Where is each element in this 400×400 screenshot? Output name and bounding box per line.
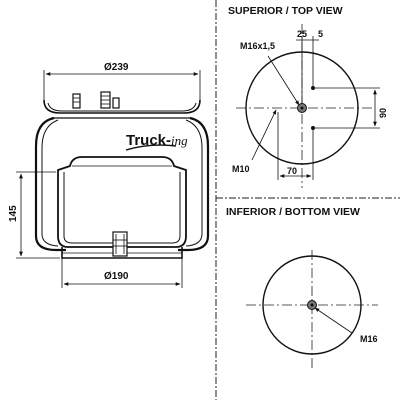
bottom-port-hole (307, 300, 317, 310)
front-view: Truck-ing Ø239 Ø190 145 (8, 62, 210, 288)
top-diameter-label: Ø239 (104, 62, 129, 73)
top-plate (43, 99, 201, 114)
bottom-diameter-dimension: Ø190 (61, 258, 183, 288)
bottom-thread-label: M16 (360, 334, 378, 344)
height-dimension: 145 (8, 171, 60, 259)
bolt-label: M10 (232, 164, 250, 174)
svg-text:Truck-ing: Truck-ing (126, 132, 188, 149)
logo-part-b: ing (171, 133, 188, 148)
top-diameter-dimension: Ø239 (43, 62, 201, 100)
height-label: 145 (8, 205, 19, 222)
top-view-title: SUPERIOR / TOP VIEW (228, 5, 343, 17)
offset-5-label: 5 (318, 29, 323, 39)
bottom-plate-circle (262, 255, 362, 355)
piston (57, 156, 187, 259)
truck-ing-logo: Truck-ing (125, 132, 188, 151)
top-view: SUPERIOR / TOP VIEW 25 5 90 70 M16x1,5 (228, 5, 388, 188)
spacing-90-label: 90 (378, 108, 388, 118)
thread-label: M16x1,5 (240, 41, 275, 51)
logo-part-a: Truck- (126, 132, 171, 149)
bellow-outline (34, 116, 210, 252)
bolt-upper (311, 86, 315, 90)
bottom-view: INFERIOR / BOTTOM VIEW M16 (226, 206, 378, 370)
top-stud-right (100, 91, 120, 109)
top-stud-left (72, 93, 81, 109)
spacing-70-label: 70 (287, 166, 297, 176)
bottom-view-title: INFERIOR / BOTTOM VIEW (226, 206, 360, 218)
bottom-diameter-label: Ø190 (104, 271, 129, 282)
bolt-lower (311, 126, 315, 130)
offset-25-label: 25 (297, 29, 307, 39)
